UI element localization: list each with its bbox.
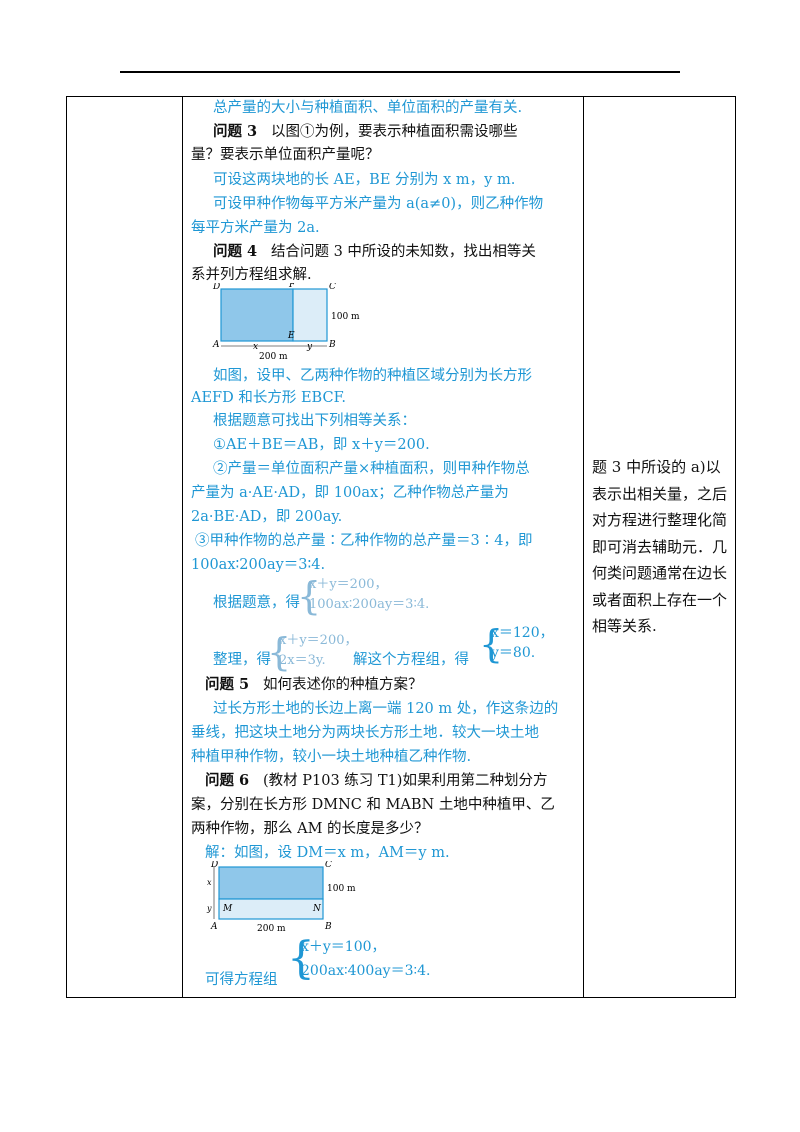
text-line: 根据题意，得 [213, 595, 300, 611]
text-line: 根据题意可找出下列相等关系： [213, 413, 416, 429]
text-line: AEFD 和长方形 EBCF. [191, 390, 346, 406]
text-line: 每平方米产量为 2a. [191, 220, 320, 236]
label-c: C [325, 861, 332, 870]
figure-1-diagram: D F C A E B x y 200 m 100 m [212, 283, 360, 362]
label-b: B [328, 340, 336, 350]
label-y: y [306, 342, 313, 352]
equation: x＋y＝100， [301, 939, 386, 955]
equation: 100ax∶200ay＝3∶4. [309, 597, 430, 612]
text-line: 解：如图，设 DM＝x m，AM＝y m. [205, 845, 450, 861]
label-m: M [222, 904, 233, 914]
text-line: 解这个方程组，得 [353, 652, 469, 668]
label-height: 100 m [331, 312, 360, 322]
label-b: B [324, 922, 332, 932]
label-f: F [288, 283, 296, 290]
content-cell: 总产量的大小与种植面积、单位面积的产量有关. 问题 3 以图①为例，要表示种植面… [182, 96, 584, 998]
side-note: 题 3 中所设的 a)以表示出相关量，之后对方程进行整理化简即可消去辅助元．几何… [592, 458, 728, 636]
text-line: 可设甲种作物每平方米产量为 a(a≠0)，则乙种作物 [213, 196, 544, 212]
label-a: A [210, 922, 218, 932]
text-line: 如图，设甲、乙两种作物的种植区域分别为长方形 [213, 368, 532, 384]
note-cell: 题 3 中所设的 a)以表示出相关量，之后对方程进行整理化简即可消去辅助元．几何… [583, 96, 736, 998]
text-line: 总产量的大小与种植面积、单位面积的产量有关. [213, 100, 523, 116]
text-line: 产量为 a·AE·AD，即 100ax；乙种作物总产量为 [191, 485, 509, 501]
equation: 200ax∶400ay＝3∶4. [301, 963, 431, 979]
text-line: 过长方形土地的长边上离一端 120 m 处，作这条边的 [213, 701, 559, 717]
region-aefd [220, 288, 294, 342]
question-label: 问题 4 [213, 243, 258, 260]
label-e: E [287, 331, 295, 341]
text-line: ②产量＝单位面积产量×种植面积，则甲种作物总 [213, 461, 530, 477]
label-d: D [210, 861, 218, 870]
equation: x＋y＝200， [279, 633, 358, 648]
label-y: y [206, 904, 212, 913]
region-mabn [218, 898, 324, 920]
question-text: 结合问题 3 中所设的未知数，找出相等关 [270, 244, 536, 260]
text-line: 量？要表示单位面积产量呢？ [191, 147, 380, 163]
text-line: 种植甲种作物，较小一块土地种植乙种作物. [191, 749, 472, 765]
equation: 2x＝3y. [279, 653, 326, 668]
figure-2-diagram: D C M N A B x y 200 m 100 m [206, 861, 356, 934]
label-x: x [207, 878, 212, 887]
text-line: 可设这两块地的长 AE，BE 分别为 x m，y m. [213, 172, 516, 188]
text-line: 2a·BE·AD，即 200ay. [191, 509, 343, 525]
label-c: C [329, 283, 336, 292]
question-label: 问题 3 [213, 123, 258, 140]
question-label: 问题 5 [205, 676, 250, 693]
question-3: 问题 3 以图①为例，要表示种植面积需设哪些 [213, 121, 517, 143]
label-d: D [212, 283, 220, 292]
question-text: 如何表述你的种植方案？ [262, 677, 423, 693]
question-text: (教材 P103 练习 T1)如果利用第二种划分方 [262, 773, 548, 789]
equation: x＝120， [491, 625, 554, 641]
label-width: 200 m [259, 352, 288, 362]
text-line: 整理，得 [213, 652, 271, 668]
header-rule [120, 71, 680, 73]
text-line: 垂线，把这块土地分为两块长方形土地．较大一块土地 [191, 725, 539, 741]
region-ebcf [292, 288, 328, 342]
text-line: 案，分别在长方形 DMNC 和 MABN 土地中种植甲、乙 [191, 797, 555, 813]
question-label: 问题 6 [205, 772, 250, 789]
label-width: 200 m [257, 924, 286, 934]
text-line: 可得方程组 [205, 972, 278, 988]
left-column-cell [66, 96, 183, 998]
text-line: 系并列方程组求解. [191, 267, 312, 283]
question-4: 问题 4 结合问题 3 中所设的未知数，找出相等关 [213, 241, 536, 263]
label-n: N [312, 904, 322, 914]
equation: x＋y＝200， [309, 577, 388, 592]
equation: y＝80. [491, 645, 536, 661]
text-line: 两种作物，那么 AM 的长度是多少？ [191, 821, 429, 837]
region-dmnc [218, 866, 324, 900]
label-height: 100 m [327, 884, 356, 894]
question-text: 以图①为例，要表示种植面积需设哪些 [270, 124, 518, 140]
question-6: 问题 6 (教材 P103 练习 T1)如果利用第二种划分方 [205, 770, 547, 792]
text-line: ①AE＋BE＝AB，即 x＋y＝200. [213, 437, 430, 453]
text-line: 100ax∶200ay＝3∶4. [191, 557, 326, 573]
label-a: A [212, 340, 220, 350]
label-x: x [253, 342, 258, 352]
question-5: 问题 5 如何表述你的种植方案？ [205, 674, 422, 696]
text-line: ③甲种作物的总产量∶乙种作物的总产量＝3∶4，即 [195, 533, 533, 549]
lesson-table: 总产量的大小与种植面积、单位面积的产量有关. 问题 3 以图①为例，要表示种植面… [66, 96, 736, 998]
